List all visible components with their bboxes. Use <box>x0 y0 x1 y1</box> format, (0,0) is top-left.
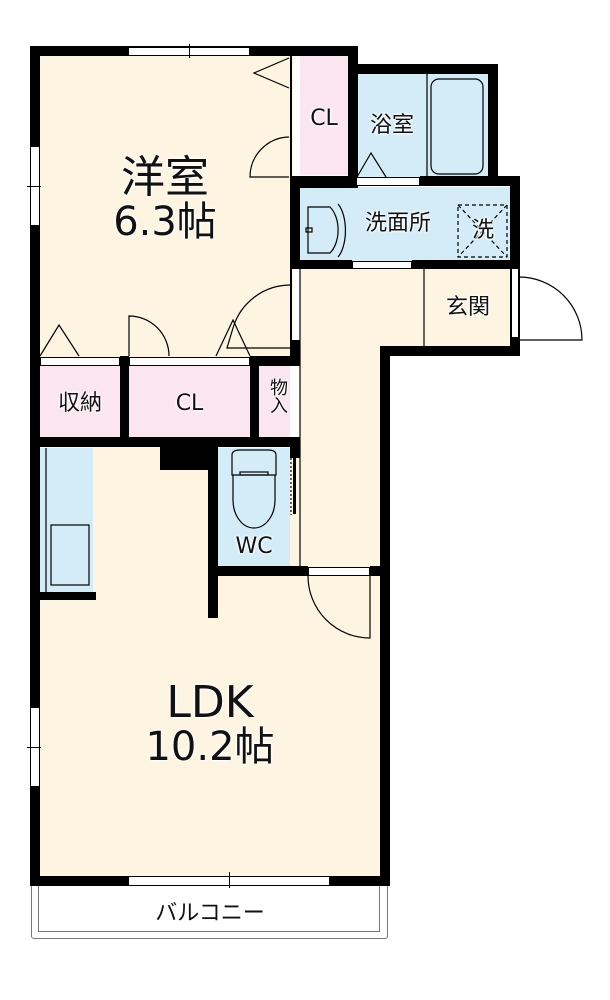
entrance-floor <box>382 268 512 348</box>
storage-opening <box>40 357 120 366</box>
wall <box>380 346 390 886</box>
storage-area <box>38 366 120 438</box>
ldk-door-frame <box>308 567 370 576</box>
room-size: 6.3帖 <box>113 199 217 246</box>
wall <box>250 356 300 366</box>
entrance-label: 玄関 <box>445 295 490 320</box>
bathroom-label: 浴室 <box>369 113 414 138</box>
wall <box>120 356 129 446</box>
kitchen-counter <box>38 448 93 593</box>
wall <box>348 46 358 186</box>
closet-mid-label: CL <box>175 391 204 416</box>
wall <box>412 260 518 269</box>
wall <box>290 176 358 188</box>
washroom-label: 洗面所 <box>364 211 431 236</box>
closet-mid-area <box>128 366 250 438</box>
wall <box>420 176 518 186</box>
wall <box>290 340 300 365</box>
ldk-label: LDK 10.2帖 <box>110 677 310 771</box>
entrance-door-icon <box>518 276 583 341</box>
closet-opening <box>129 357 250 366</box>
wall <box>208 566 308 576</box>
wall <box>293 458 296 514</box>
wall <box>348 64 498 74</box>
wall <box>250 356 259 446</box>
balcony-label: バルコニー <box>155 901 265 926</box>
wall <box>370 566 390 576</box>
wall <box>488 64 498 184</box>
closet-top-label: CL <box>310 106 338 131</box>
room-name: 洋室 <box>121 152 209 203</box>
wall <box>290 176 300 268</box>
bath-opening <box>356 177 420 186</box>
washer-label: 洗 <box>471 218 494 243</box>
wall <box>290 56 292 356</box>
mono-ire-area <box>258 362 290 438</box>
toilet-label: WC <box>235 534 273 559</box>
wall <box>380 346 520 356</box>
western-room-label: 洋室 6.3帖 <box>95 152 235 246</box>
wall <box>208 440 218 618</box>
wall <box>290 440 300 458</box>
balcony <box>31 886 388 939</box>
room-name: LDK <box>166 677 254 728</box>
entrance-door-frame <box>511 268 519 338</box>
wall <box>38 592 96 600</box>
room-size: 10.2帖 <box>145 724 275 771</box>
wall <box>290 260 352 269</box>
mono-ire-label: 物入 <box>267 378 288 414</box>
closet-top-area <box>300 55 348 175</box>
wash-opening <box>352 261 412 269</box>
wall <box>30 46 40 886</box>
storage-label: 収納 <box>57 391 102 416</box>
pillar <box>160 440 210 470</box>
